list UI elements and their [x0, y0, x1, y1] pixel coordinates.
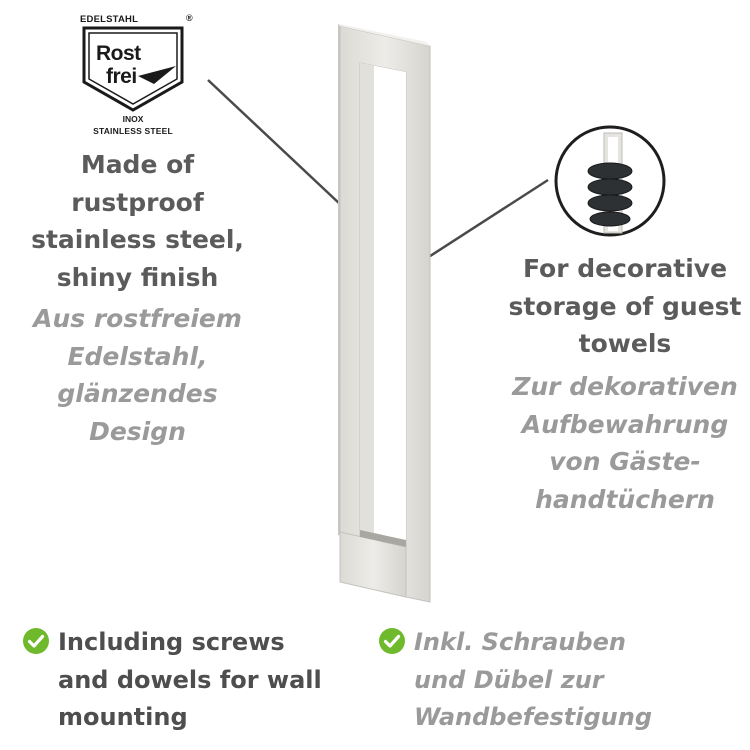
towel-storage-inset [554, 125, 666, 237]
text-line: and dowels for wall [58, 665, 322, 694]
check-icon [379, 628, 405, 654]
text-line: Made of [80, 150, 195, 179]
text-line: rustproof [71, 187, 204, 217]
text-line: und Dübel zur [414, 665, 604, 694]
text-line: stainless steel, [31, 225, 244, 254]
text-line: Wandbefestigung [414, 703, 652, 731]
text-line: Aufbewahrung [521, 409, 729, 439]
text-line: Edelstahl, [67, 341, 208, 371]
badge-registered-mark: ® [186, 13, 193, 23]
text-line: glänzendes [57, 379, 218, 408]
badge-rost-text: Rost [96, 42, 141, 65]
feature-storage-german: Zur dekorativen Aufbewahrung von Gäste- … [490, 368, 750, 518]
callout-line-storage [423, 178, 549, 262]
text-line: shiny finish [56, 262, 219, 292]
feature-material-german: Aus rostfreiem Edelstahl, glänzendes Des… [10, 300, 265, 450]
badge-top-text: EDELSTAHL ® [80, 13, 200, 25]
text-line: Zur dekorativen [512, 372, 738, 401]
feature-mounting-german: Inkl. Schrauben und Dübel zur Wandbefest… [414, 624, 734, 737]
text-line: towels [578, 329, 672, 358]
towel-rack-image [338, 24, 431, 603]
badge-edelstahl-label: EDELSTAHL [80, 14, 139, 25]
text-line: Inkl. Schrauben [414, 628, 626, 656]
rostfrei-badge: EDELSTAHL ® Rost frei INOX STAINLESS STE… [80, 13, 200, 138]
rostfrei-shield-icon [82, 26, 184, 112]
text-line: Including screws [58, 628, 285, 656]
check-icon [23, 628, 49, 654]
feature-storage-english: For decorative storage of guest towels [490, 250, 750, 363]
text-line: For decorative [522, 254, 728, 283]
text-line: storage of guest [508, 291, 742, 321]
badge-inox-text: INOX [122, 114, 144, 124]
badge-stainless-text: STAINLESS STEEL [93, 126, 173, 136]
text-line: Aus rostfreiem [33, 304, 242, 333]
text-line: handtüchern [535, 484, 715, 514]
text-line: von Gäste- [549, 447, 701, 476]
feature-material-english: Made of rustproof stainless steel, shiny… [10, 146, 265, 296]
text-line: Design [89, 416, 186, 446]
badge-frei-text: frei [106, 65, 137, 88]
feature-mounting-english: Including screws and dowels for wall mou… [58, 624, 358, 737]
text-line: mounting [58, 703, 188, 731]
